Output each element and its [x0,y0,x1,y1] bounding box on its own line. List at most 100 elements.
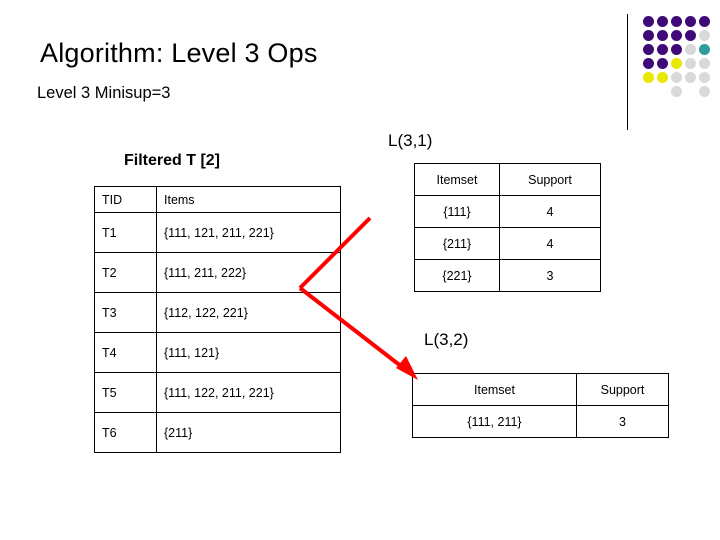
table-row: T3 {112, 122, 221} [94,292,341,333]
l31-table: Itemset Support {111} 4 {211} 4 {221} 3 [414,163,601,292]
decorative-dot [655,28,669,42]
table-header-row: Itemset Support [412,373,669,406]
decorative-dot [683,28,697,42]
dot-glyph [670,71,682,83]
page-title: Algorithm: Level 3 Ops [40,38,318,68]
dot-glyph [684,71,696,83]
cell-support: 4 [499,195,601,228]
cell-tid: T1 [94,212,157,253]
column-header-items: Items [156,186,341,213]
dot-glyph [642,57,654,69]
column-header-support: Support [576,373,669,406]
decorative-dot [683,42,697,56]
cell-tid: T3 [94,292,157,333]
decorative-dot [669,56,683,70]
dot-glyph [642,15,654,27]
cell-tid: T2 [94,252,157,293]
table-row: {221} 3 [414,259,601,292]
decorative-dot [655,56,669,70]
decorative-dot [655,14,669,28]
cell-itemset: {111} [414,195,500,228]
cell-tid: T4 [94,332,157,373]
table-row: {211} 4 [414,227,601,260]
column-header-support: Support [499,163,601,196]
decorative-dot [697,84,711,98]
decorative-dot [683,70,697,84]
decorative-dot [655,84,669,98]
cell-itemset: {221} [414,259,500,292]
vertical-rule [627,14,628,130]
filtered-transactions-table: TID Items T1 {111, 121, 211, 221} T2 {11… [94,186,341,453]
dot-glyph [684,43,696,55]
dot-glyph [656,15,668,27]
decorative-dot [697,70,711,84]
cell-tid: T6 [94,412,157,453]
cell-tid: T5 [94,372,157,413]
cell-itemset: {211} [414,227,500,260]
cell-itemset: {111, 211} [412,405,577,438]
dot-glyph [684,57,696,69]
decorative-dot [697,14,711,28]
filtered-table-caption: Filtered T [2] [124,152,221,169]
dot-glyph [657,86,668,97]
dot-glyph [698,85,710,97]
table-row: T5 {111, 122, 211, 221} [94,372,341,413]
dot-glyph [670,29,682,41]
table-header-row: TID Items [94,186,341,213]
dot-glyph [656,43,668,55]
dot-glyph [670,57,682,69]
decorative-dot [669,42,683,56]
decorative-dot [683,14,697,28]
decorative-dot [655,42,669,56]
dot-glyph [656,71,668,83]
decorative-dot [641,56,655,70]
cell-items: {111, 121, 211, 221} [156,212,341,253]
dot-glyph [642,43,654,55]
decorative-dot [697,28,711,42]
decorative-dot [655,70,669,84]
decorative-dot [669,70,683,84]
table-row: T2 {111, 211, 222} [94,252,341,293]
cell-items: {111, 122, 211, 221} [156,372,341,413]
column-header-itemset: Itemset [412,373,577,406]
dot-glyph [670,15,682,27]
dot-glyph [684,15,696,27]
table-row: T4 {111, 121} [94,332,341,373]
dot-glyph [656,57,668,69]
dot-glyph [684,29,696,41]
table-row: {111, 211} 3 [412,405,669,438]
l32-table: Itemset Support {111, 211} 3 [412,373,669,438]
dot-glyph [642,71,654,83]
dot-glyph [642,29,654,41]
dot-glyph [698,71,710,83]
dot-glyph [685,86,696,97]
table-row: T6 {211} [94,412,341,453]
cell-items: {211} [156,412,341,453]
cell-items: {112, 122, 221} [156,292,341,333]
decorative-dot [641,70,655,84]
page-subtitle: Level 3 Minisup=3 [37,84,171,102]
dot-glyph [656,29,668,41]
decorative-dot [697,42,711,56]
table-row: {111} 4 [414,195,601,228]
dot-glyph [670,43,682,55]
column-header-tid: TID [94,186,157,213]
decorative-dot [683,56,697,70]
decorative-dot [669,84,683,98]
dot-glyph [698,57,710,69]
cell-support: 3 [499,259,601,292]
decorative-dot-grid [641,14,713,98]
decorative-dot [641,84,655,98]
cell-support: 4 [499,227,601,260]
decorative-dot [669,14,683,28]
dot-glyph [643,86,654,97]
cell-support: 3 [576,405,669,438]
dot-glyph [698,29,710,41]
l31-caption: L(3,1) [388,131,433,150]
decorative-dot [697,56,711,70]
decorative-dot [641,42,655,56]
cell-items: {111, 121} [156,332,341,373]
l32-caption: L(3,2) [424,330,469,349]
decorative-dot [641,28,655,42]
dot-glyph [698,15,710,27]
